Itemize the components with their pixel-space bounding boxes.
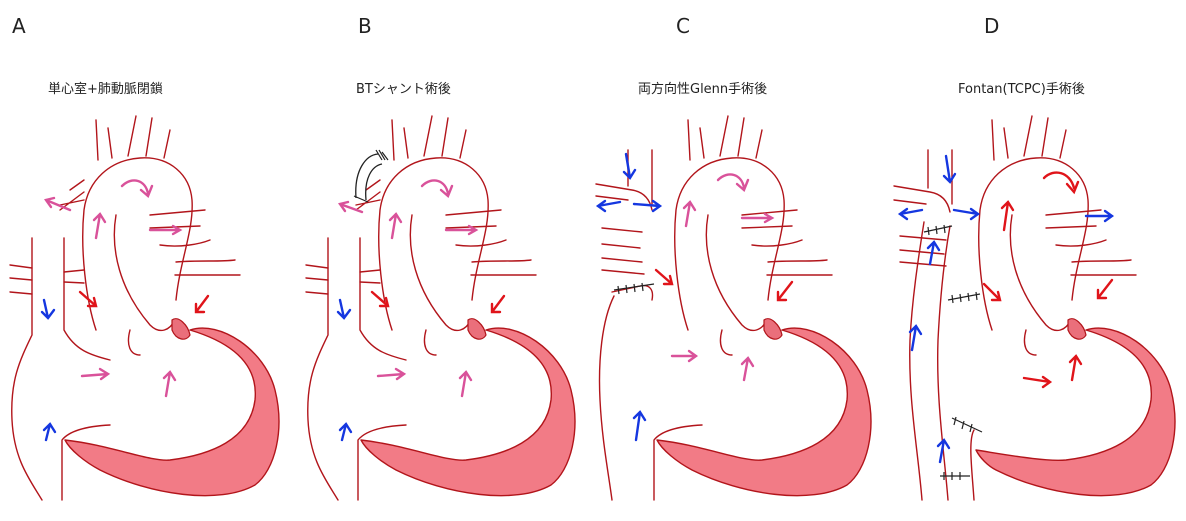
suture-marks bbox=[948, 292, 980, 303]
blue-arrow bbox=[338, 300, 350, 318]
blue-arrow bbox=[1086, 211, 1112, 221]
panel-c: C 両方向性Glenn手術後 bbox=[592, 0, 888, 521]
red-arrow bbox=[372, 292, 388, 306]
blue-arrow bbox=[340, 424, 351, 440]
red-arrow bbox=[656, 270, 672, 284]
pink-arrow bbox=[390, 214, 401, 238]
blue-arrow bbox=[44, 424, 55, 440]
red-arrow bbox=[492, 296, 504, 312]
blue-arrow bbox=[954, 209, 978, 219]
suture-marks bbox=[354, 150, 388, 202]
heart-diagram bbox=[0, 0, 296, 521]
suture-marks bbox=[924, 225, 952, 235]
pink-arrow bbox=[94, 214, 105, 238]
blue-arrow bbox=[42, 300, 54, 318]
pink-arrow bbox=[378, 369, 404, 379]
suture-marks bbox=[940, 472, 970, 480]
red-arrow bbox=[1098, 280, 1112, 298]
pink-arrow bbox=[742, 358, 753, 380]
suture-marks bbox=[952, 417, 982, 432]
heart-diagram bbox=[888, 0, 1184, 521]
panel-d: D Fontan(TCPC)手術後 bbox=[888, 0, 1184, 521]
red-arrow bbox=[1070, 356, 1081, 380]
pink-arrow bbox=[422, 180, 452, 196]
heart-diagram bbox=[296, 0, 592, 521]
blue-arrow bbox=[910, 326, 921, 350]
pink-arrow bbox=[718, 174, 748, 190]
pink-arrow bbox=[460, 372, 471, 396]
blue-arrow bbox=[598, 201, 620, 211]
suture-marks bbox=[614, 283, 654, 294]
red-arrow bbox=[778, 282, 792, 300]
pink-arrow bbox=[672, 351, 696, 361]
pink-arrow bbox=[684, 202, 695, 226]
pink-arrow bbox=[164, 372, 175, 396]
pink-arrow bbox=[82, 369, 108, 379]
red-arrow bbox=[1044, 173, 1078, 192]
heart-diagram bbox=[592, 0, 888, 521]
blue-arrow bbox=[634, 412, 645, 440]
red-arrow bbox=[196, 296, 208, 312]
red-arrow bbox=[984, 284, 1000, 300]
blue-arrow bbox=[634, 201, 660, 211]
panel-b: B BTシャント術後 bbox=[296, 0, 592, 521]
pink-arrow bbox=[122, 180, 152, 196]
panel-a: A 単心室+肺動脈閉鎖 bbox=[0, 0, 296, 521]
blue-arrow bbox=[900, 209, 922, 219]
pink-arrow bbox=[340, 202, 362, 212]
blue-arrow bbox=[944, 156, 955, 182]
red-arrow bbox=[1024, 377, 1050, 387]
blue-arrow bbox=[624, 154, 635, 178]
